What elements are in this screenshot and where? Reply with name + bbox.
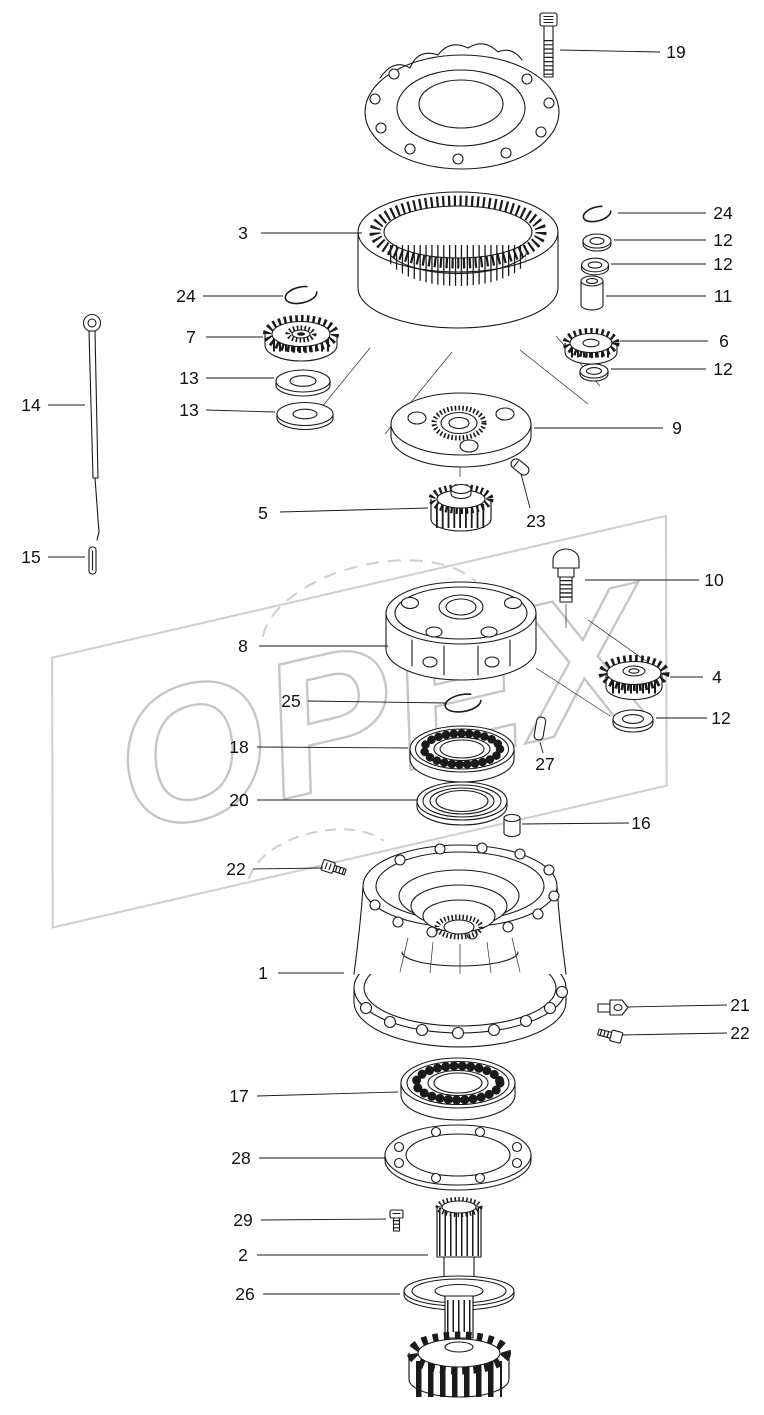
part-plate-28: [384, 1124, 532, 1191]
part-planet-carrier-8: [385, 581, 537, 681]
leader-line-17: [256, 1091, 399, 1097]
leader-line-22-lower: [621, 1032, 728, 1036]
part-sun-gear-5: [428, 483, 494, 532]
callout-label-5: 5: [258, 503, 268, 523]
part-pin-27: [533, 716, 547, 741]
callout-label-23: 23: [526, 511, 545, 531]
callout-label-16: 16: [631, 813, 650, 833]
part-gear-6: [562, 328, 620, 365]
callout-label-10: 10: [704, 570, 724, 590]
callout-label-20: 20: [229, 790, 249, 810]
callout-label-26: 26: [235, 1284, 254, 1304]
watermark: OPEX: [51, 514, 679, 929]
part-shaft-2-lower: [444, 1295, 474, 1339]
part-shaft-2: [435, 1197, 483, 1288]
leader-line-16: [521, 822, 630, 825]
callout-label-13-lower: 13: [179, 400, 198, 420]
callout-label-11: 11: [714, 286, 732, 306]
part-pin-23: [510, 458, 530, 476]
leader-line-13-lower: [205, 409, 276, 413]
callout-layer: 1932412121161224713131415923510841225182…: [21, 42, 749, 1304]
leader-line-25: [307, 700, 447, 704]
leader-line-27: [539, 741, 544, 754]
callout-label-27: 27: [535, 754, 554, 774]
callout-label-18: 18: [229, 737, 248, 757]
part-bolt-22-upper: [320, 859, 347, 876]
callout-label-12-right-3: 12: [713, 359, 732, 379]
leader-line-29: [260, 1218, 387, 1221]
leader-line-19: [559, 49, 661, 53]
callout-label-6: 6: [719, 331, 729, 351]
callout-label-21: 21: [730, 995, 749, 1015]
callout-label-4: 4: [712, 667, 722, 687]
part-coupling-gear-7: [263, 315, 339, 362]
part-carrier-plate-9: [390, 392, 532, 468]
part-dipstick-14: [82, 313, 102, 541]
callout-label-15: 15: [21, 547, 40, 567]
part-bolt-22-lower: [597, 1028, 624, 1044]
part-bearing-18: [409, 725, 515, 783]
part-bolt-19: [539, 12, 558, 78]
part-snap-ring-25: [444, 693, 482, 713]
part-ring-gear-3: [357, 191, 559, 329]
part-plug-16: [503, 813, 521, 838]
callout-label-7: 7: [186, 327, 196, 347]
callout-label-13-upper: 13: [179, 368, 198, 388]
callout-label-14: 14: [21, 395, 41, 415]
part-plug-21: [597, 999, 629, 1016]
callout-label-9: 9: [672, 418, 682, 438]
watermark-text: OPEX: [94, 541, 678, 874]
part-washer-12-mid: [612, 709, 654, 733]
callout-label-25: 25: [281, 691, 300, 711]
callout-label-19: 19: [666, 42, 685, 62]
part-washer-12-right-3: [579, 363, 609, 382]
part-bushing-11: [580, 275, 604, 311]
part-gear-4: [598, 655, 670, 701]
callout-label-3: 3: [238, 223, 248, 243]
callout-label-24-left: 24: [176, 286, 196, 306]
callout-label-12-mid: 12: [711, 708, 730, 728]
parts-layer: [82, 12, 670, 1398]
part-bearing-17: [400, 1057, 516, 1121]
part-snap-ring-24-left: [284, 285, 318, 305]
leader-line-22-upper: [252, 867, 324, 870]
callout-label-24-right: 24: [713, 203, 733, 223]
callout-label-12-right-1: 12: [713, 230, 732, 250]
callout-label-8: 8: [238, 636, 248, 656]
leader-line-23: [520, 473, 531, 509]
part-pinion-gear: [407, 1331, 511, 1398]
part-motor-cover: [364, 43, 560, 170]
part-snap-ring-24-right: [582, 205, 612, 223]
leader-line-21: [627, 1004, 728, 1008]
leader-line-18: [256, 746, 409, 749]
callout-label-12-right-2: 12: [713, 254, 732, 274]
part-housing-1: [353, 842, 569, 1048]
callout-label-28: 28: [231, 1148, 250, 1168]
part-pin-15: [88, 546, 97, 575]
callout-label-1: 1: [258, 963, 268, 983]
callout-label-29: 29: [233, 1210, 252, 1230]
callout-label-2: 2: [238, 1245, 248, 1265]
part-washer-13-lower: [276, 401, 334, 431]
part-washer-13-upper: [275, 369, 331, 397]
part-plug-10: [552, 548, 580, 628]
callout-label-22-lower: 22: [730, 1023, 749, 1043]
leader-line-5: [279, 507, 429, 513]
callout-label-22-upper: 22: [226, 859, 245, 879]
part-seal-20: [416, 781, 508, 826]
part-bolt-29: [389, 1209, 404, 1232]
part-washer-12-right-2: [580, 257, 610, 276]
callout-label-17: 17: [229, 1086, 248, 1106]
part-washer-12-right-1: [582, 233, 612, 252]
